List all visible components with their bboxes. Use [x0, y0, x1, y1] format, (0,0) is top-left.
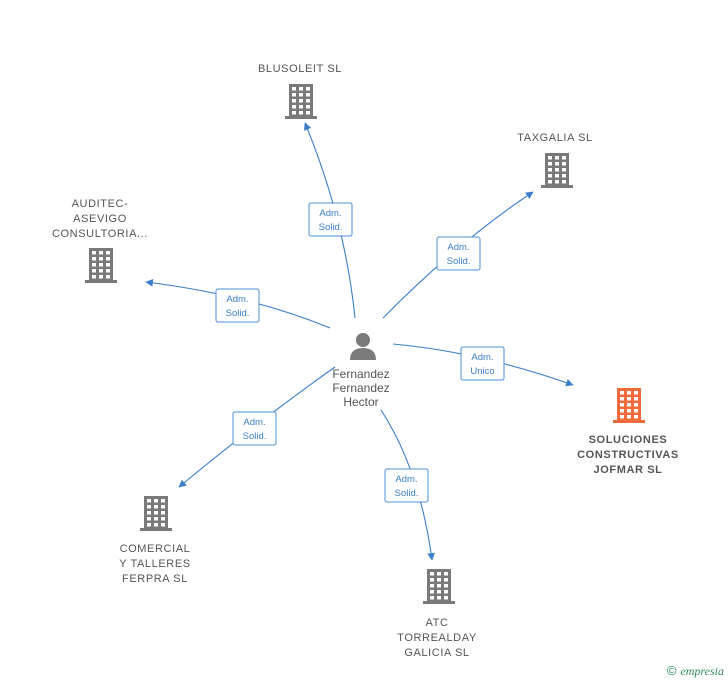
building-icon[interactable] — [540, 152, 574, 193]
company-name-soluciones[interactable]: SOLUCIONES CONSTRUCTIVAS JOFMAR SL — [577, 434, 679, 476]
edge-label-line: Adm. — [471, 352, 493, 363]
company-name-blusoleit[interactable]: BLUSOLEIT SL — [257, 63, 343, 75]
company-name-auditec[interactable]: AUDITEC- ASEVIGO CONSULTORIA... — [51, 198, 148, 240]
edge-label-line: Adm. — [395, 474, 417, 485]
company-name-comercial[interactable]: COMERCIAL Y TALLERES FERPRA SL — [119, 543, 191, 585]
edge-label-blusoleit[interactable]: Adm. Solid. — [308, 202, 353, 237]
copyright-symbol: © — [666, 663, 677, 678]
edge-label-comercial[interactable]: Adm. Solid. — [232, 411, 277, 446]
building-icon[interactable] — [139, 495, 173, 536]
edge-label-box[interactable] — [460, 346, 505, 381]
building-icon[interactable] — [284, 83, 318, 124]
edge-label-box[interactable] — [232, 411, 277, 446]
edge-label-line: Adm. — [243, 417, 265, 428]
company-name-taxgalia[interactable]: TAXGALIA SL — [517, 132, 593, 144]
edge-label-line: Solid. — [319, 222, 343, 233]
edge-label-taxgalia[interactable]: Adm. Solid. — [436, 236, 481, 271]
edge-label-soluciones[interactable]: Adm. Unico — [460, 346, 505, 381]
brand-logo-text: empresia — [680, 664, 724, 678]
edge-label-line: Solid. — [395, 488, 419, 499]
edge-label-box[interactable] — [308, 202, 353, 237]
edge-label-atc[interactable]: Adm. Solid. — [384, 468, 429, 503]
edge-label-box[interactable] — [215, 288, 260, 323]
person-icon[interactable] — [348, 331, 378, 366]
edge-label-line: Unico — [470, 366, 494, 377]
edge-label-line: Solid. — [226, 308, 250, 319]
edge-labels: Adm.Solid.Adm.Solid.Adm.Solid.Adm.UnicoA… — [215, 202, 505, 503]
edge-label-box[interactable] — [436, 236, 481, 271]
company-name-atc[interactable]: ATC TORREALDAY GALICIA SL — [397, 617, 477, 659]
edge-label-box[interactable] — [384, 468, 429, 503]
building-icon[interactable] — [612, 387, 646, 428]
building-icon[interactable] — [422, 568, 456, 609]
edge-label-line: Adm. — [226, 294, 248, 305]
edge-label-line: Solid. — [243, 431, 267, 442]
person-name[interactable]: Fernandez Fernandez Hector — [332, 367, 390, 409]
edge-label-line: Adm. — [447, 242, 469, 253]
edge-label-line: Adm. — [319, 208, 341, 219]
edge-label-line: Solid. — [447, 256, 471, 267]
watermark: ©empresia — [667, 663, 724, 679]
edge-label-auditec[interactable]: Adm. Solid. — [215, 288, 260, 323]
building-icon[interactable] — [84, 247, 118, 288]
